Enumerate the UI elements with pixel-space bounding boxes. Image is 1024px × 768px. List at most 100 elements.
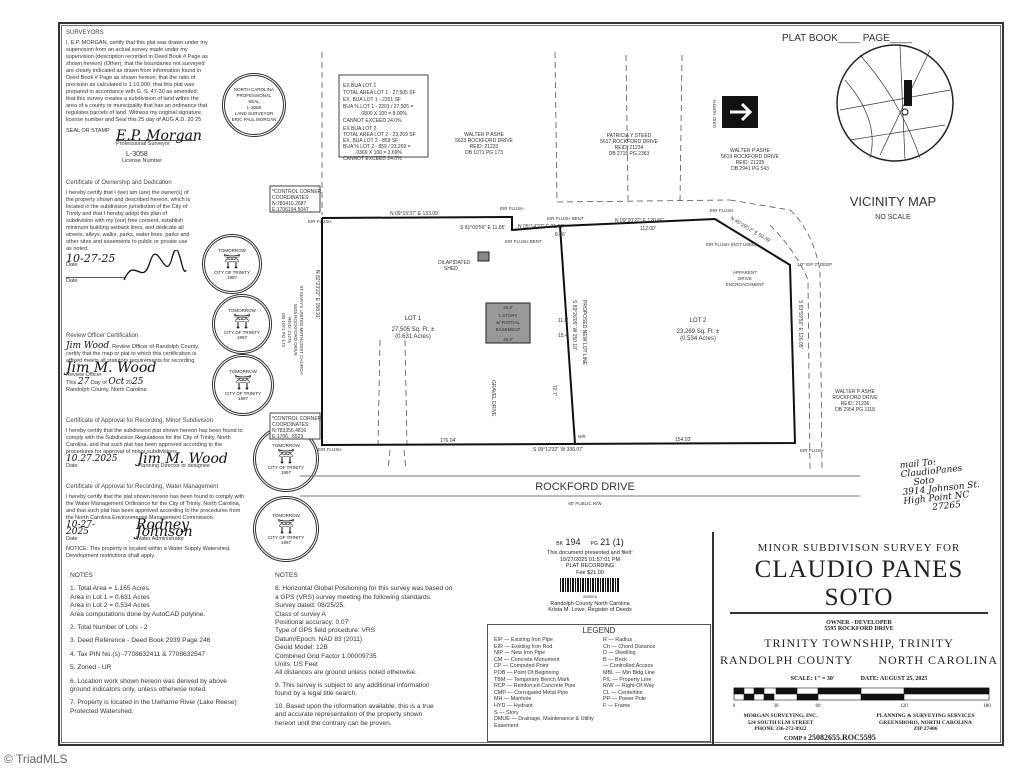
legend-item: EIR — Existing Iron Rod bbox=[494, 643, 553, 650]
plat-text: 46.0' bbox=[503, 305, 513, 310]
vicinity-title: VICINITY MAP bbox=[850, 194, 936, 209]
plat-text: BASEMENT bbox=[496, 327, 521, 332]
owner-role: OWNER - DEVELOPER bbox=[826, 620, 892, 626]
legend-item: DMUE — Drainage, Maintenance & Utility E… bbox=[494, 716, 594, 729]
review-year: 25 bbox=[132, 377, 144, 387]
comp-label: COMP # bbox=[784, 735, 807, 742]
seal-name: CITY OF TRINITY bbox=[224, 391, 262, 396]
plat-text: BUA % LOT 2 - 859 / 23,269 = bbox=[343, 144, 411, 150]
plat-text: 176.04' bbox=[440, 438, 456, 444]
bearing-labels: N 09°15'37" E 133.09' S 81°09'56" E 11.8… bbox=[314, 211, 803, 453]
plat-text: LOT 1 bbox=[405, 316, 422, 322]
this-label: This bbox=[66, 380, 77, 386]
note-item: 6. Location work shown hereon was derive… bbox=[70, 677, 227, 694]
surveyor-role: Professional Surveyor bbox=[116, 140, 196, 148]
plat-text: REID: 21233 bbox=[470, 144, 499, 150]
plat-text: 5619 ROCKFORD DRIVE bbox=[721, 154, 779, 160]
recording-line: Fee $21.00 bbox=[576, 569, 604, 576]
note-item: 8. Horizontal Global Positioning for thi… bbox=[275, 585, 453, 677]
seal-mid: PROFESSIONAL bbox=[236, 93, 272, 98]
plat-text: EIR FLUSH bbox=[318, 447, 342, 452]
plat-text: 112.00' bbox=[640, 226, 656, 232]
plat-text: REID: 21235 bbox=[736, 160, 765, 166]
legend-item: NIP — New Iron Pipe bbox=[494, 650, 546, 657]
bk-label: BK bbox=[556, 541, 563, 547]
plat-text: *CONTROL CORNER bbox=[272, 189, 322, 195]
plat-text: COORDINATES: bbox=[272, 422, 310, 428]
seal-name: CITY OF TRINITY bbox=[213, 270, 251, 275]
seal-label: SEAL OR STAMP bbox=[66, 128, 110, 134]
plat-text: CANNOT EXCEED 24.0% bbox=[343, 156, 402, 162]
book-number: 194 bbox=[565, 537, 581, 547]
minor-sub-body: I hereby certify that the subdivision pl… bbox=[66, 428, 243, 455]
control-corner-1: *CONTROL CORNERCOORDINATES:N:783410.2687… bbox=[269, 185, 322, 213]
surveyor-body: I, E.P. MORGAN, certify that this plat w… bbox=[66, 40, 208, 123]
legend-item: MH — Manhole bbox=[494, 696, 532, 703]
plat-text: EIR FLUSH (NOT USED) bbox=[706, 242, 757, 247]
legend-item: D — Dwelling bbox=[603, 650, 636, 657]
seal-year: 1997 bbox=[280, 540, 291, 545]
review-county: Randolph County, North Carolina bbox=[66, 387, 147, 393]
plat-text: N:783356.4816 bbox=[272, 428, 306, 434]
plat-text: 1 STORY bbox=[498, 313, 517, 318]
date-label: Date bbox=[66, 262, 78, 268]
gazebo-icon: ⛩ bbox=[234, 374, 252, 390]
pg-label: PG bbox=[590, 541, 598, 547]
water-heading: Certificate of Approval for Recording, W… bbox=[66, 484, 219, 490]
plat-text: NIR bbox=[578, 434, 587, 439]
plat-text: 8.66' bbox=[555, 232, 566, 238]
note-item: 5. Zoned - UR bbox=[70, 664, 112, 672]
plat-text: LOT 2 bbox=[690, 318, 707, 324]
plat-text: S 83°26'05" W 150.19' bbox=[571, 300, 577, 350]
plat-text: S 83°59'50" E 126.05' bbox=[797, 300, 803, 349]
vicinity-scale: NO SCALE bbox=[875, 214, 911, 221]
legend-title: LEGEND bbox=[582, 626, 616, 635]
review-officer-certificate: Review Officer Certification Jim Wood, R… bbox=[66, 333, 204, 394]
plat-text: 11.0' bbox=[558, 318, 568, 324]
seal-name: CITY OF TRINITY bbox=[267, 465, 305, 470]
plat-text: EIR FLUSH BENT bbox=[505, 239, 542, 244]
ownership-body: I hereby certify that I (we) am (are) th… bbox=[66, 190, 191, 252]
legend-item: R/W — Right-Of-Way bbox=[603, 683, 655, 690]
day-of-label: Day of bbox=[90, 380, 107, 386]
water-management-certificate: Certificate of Approval for Recording, W… bbox=[66, 484, 246, 560]
plat-text: E:1706194.5047 bbox=[272, 207, 309, 213]
survey-date: DATE: AUGUST 25, 2025 bbox=[860, 676, 928, 682]
plat-text: DB 1071 PG 173 bbox=[281, 313, 286, 348]
notes-right: NOTES 8. Horizontal Global Positioning f… bbox=[275, 572, 480, 732]
legend-item: POB — Point Of Beginning bbox=[494, 669, 559, 676]
water-notice: NOTICE: This property is located within … bbox=[66, 546, 231, 559]
review-officer-name: Jim Wood bbox=[66, 341, 110, 351]
note-item: 2. Total Number of Lots - 2 bbox=[70, 624, 148, 632]
legend-item: MBL — Min Bldg Line bbox=[603, 669, 655, 676]
ownership-heading: Certificate of Ownership and Dedication bbox=[66, 180, 172, 186]
seal-name: CITY OF TRINITY bbox=[223, 330, 261, 335]
license-number: L-3058 bbox=[126, 151, 148, 158]
note-item: 3. Deed Reference - Deed Book 2939 Page … bbox=[70, 637, 211, 645]
date-label: Date bbox=[66, 536, 78, 542]
ownership-certificate: Certificate of Ownership and Dedication … bbox=[66, 180, 194, 285]
scale-label: SCALE: 1" = 30' bbox=[790, 676, 835, 682]
company-zip: ZIP 27406 bbox=[913, 726, 938, 732]
seal-year: 1997 bbox=[280, 470, 291, 475]
plat-text: EX BUA LOT 2 bbox=[343, 126, 376, 132]
property-boundary bbox=[321, 215, 797, 447]
plat-text: 1/2" EIP 2" DEEP bbox=[797, 262, 832, 267]
page-number: 21 (1) bbox=[600, 537, 624, 547]
note-item: 1. Total Area = 1.165 Acres Area in Lot … bbox=[70, 585, 206, 618]
plat-text: DB 2719 PG 2363 bbox=[609, 151, 650, 157]
plat-text: EIR FLUSH bbox=[308, 219, 332, 224]
plat-text: 46.0' bbox=[503, 337, 513, 342]
plat-text: EIR FLUSH bbox=[800, 448, 824, 453]
seal-top: TOMORROW bbox=[272, 443, 300, 448]
gazebo-icon: ⛩ bbox=[277, 518, 295, 534]
plat-text: WALTER P ASHE bbox=[730, 148, 770, 154]
plat-text: 15.4' bbox=[558, 333, 569, 339]
state: NORTH CAROLINA bbox=[878, 653, 998, 667]
legend-item: CP — Computed Point bbox=[494, 663, 549, 670]
